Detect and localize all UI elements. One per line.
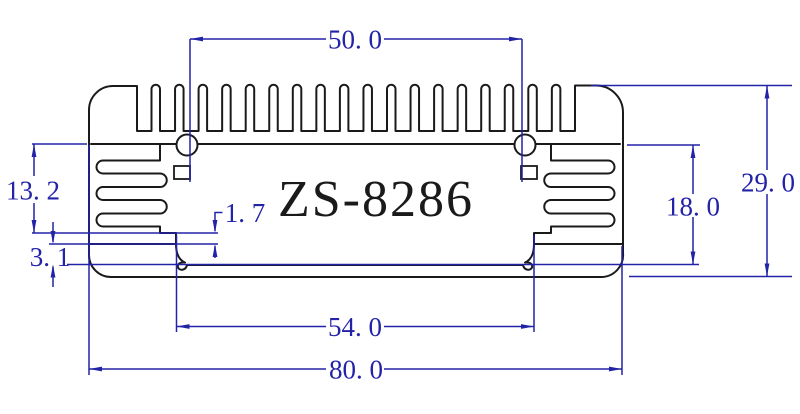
arrowhead-down <box>50 231 56 244</box>
arrowhead-left <box>190 36 203 42</box>
arrowhead-right <box>521 324 534 329</box>
arrowhead-right <box>609 366 622 372</box>
dimension-label: 13. 2 <box>6 176 60 206</box>
dimension-label: 29. 0 <box>741 168 795 198</box>
arrowhead-right <box>509 36 522 42</box>
dimension-label: 18. 0 <box>666 192 720 222</box>
dimension-label: 1. 7 <box>225 198 266 228</box>
right-snap-tab <box>520 165 538 180</box>
arrowhead-down <box>764 263 770 277</box>
arrowhead-up <box>31 144 37 157</box>
arrowhead-up <box>212 244 218 257</box>
dimension-overall-width: 80. 0 <box>88 145 623 385</box>
dimension-overall-height: 29. 0 <box>591 84 795 278</box>
left-screw-boss <box>175 133 199 157</box>
arrowhead-up <box>50 264 56 278</box>
dimension-label: 50. 0 <box>328 25 382 55</box>
arrowhead-left <box>176 324 190 329</box>
arrowhead-up <box>690 145 696 158</box>
right-screw-boss <box>513 133 537 157</box>
arrowhead-down <box>31 220 37 233</box>
dimension-cavity-height: 18. 0 <box>627 144 720 265</box>
part-number-title: ZS-8286 <box>278 171 474 228</box>
profile-outline <box>88 83 625 279</box>
dimension-label: 80. 0 <box>329 355 383 385</box>
arrowhead-down <box>690 251 696 265</box>
arrowhead-left <box>89 366 102 372</box>
left-snap-tab <box>173 165 191 180</box>
dimension-floor-step: 3. 1 <box>30 222 71 287</box>
dimension-fin-span: 50. 0 <box>189 25 523 182</box>
arrowhead-down <box>212 220 218 233</box>
dimension-ledge-thickness: 1. 7 <box>49 198 265 258</box>
dimension-cavity-width: 54. 0 <box>175 235 535 342</box>
dimensions: 50. 0 29. 0 18. 0 13. 2 <box>6 25 795 385</box>
dimension-side-height: 13. 2 <box>6 143 218 234</box>
arrowhead-up <box>764 85 770 99</box>
dimension-label: 54. 0 <box>328 312 382 342</box>
dimension-label: 3. 1 <box>30 242 71 272</box>
